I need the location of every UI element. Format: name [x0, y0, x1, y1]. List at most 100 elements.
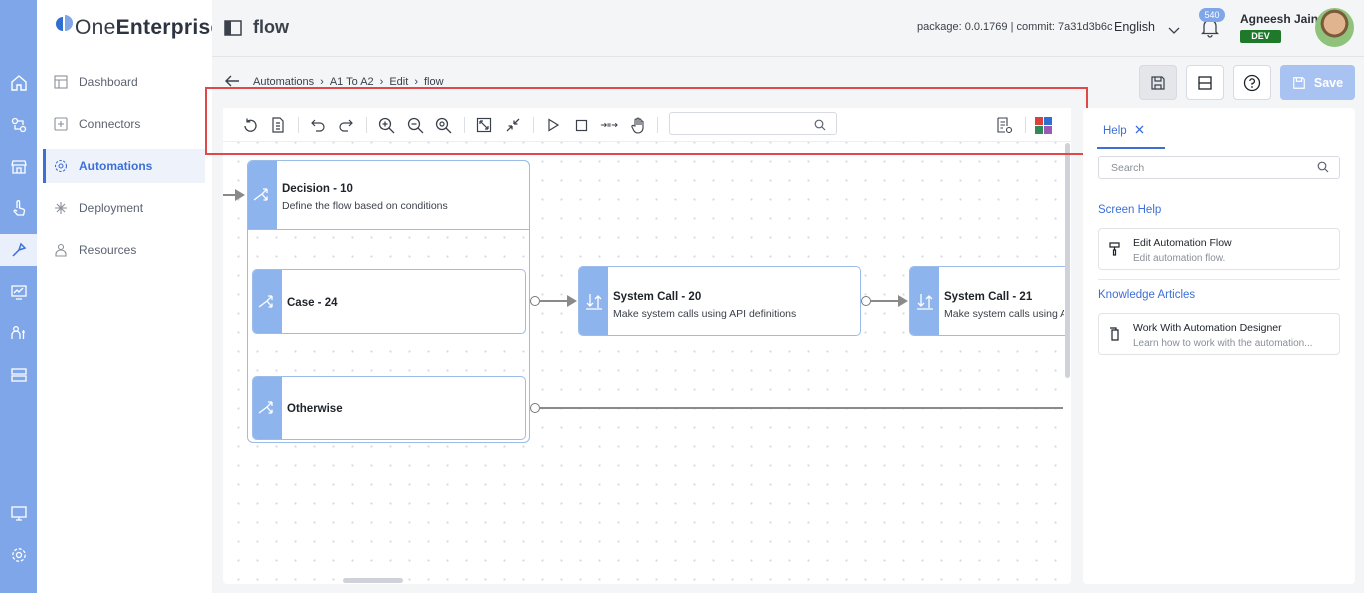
chevron-down-icon[interactable]: [1168, 22, 1180, 40]
tab-help[interactable]: Help: [1103, 125, 1144, 137]
otherwise-connector-line: [540, 407, 1063, 409]
sidebar-item-label: Automations: [79, 159, 153, 173]
otherwise-node[interactable]: Otherwise: [252, 376, 526, 440]
document-icon[interactable]: [269, 116, 287, 134]
package-info: package: 0.0.1769 | commit: 7a31d3b6c: [917, 21, 1113, 33]
help-toggle-button[interactable]: [1233, 65, 1271, 100]
sidebar-item-automations[interactable]: Automations: [43, 149, 205, 183]
knowledge-article-title: Work With Automation Designer: [1133, 322, 1282, 334]
sidebar-toggle-icon[interactable]: [224, 20, 242, 41]
breadcrumb-item-automations[interactable]: Automations: [253, 76, 315, 88]
breadcrumb-separator: ›: [320, 76, 324, 88]
users-icon[interactable]: [8, 322, 29, 343]
system-call-21-node[interactable]: System Call - 21 Make system calls using…: [909, 266, 1069, 336]
zoom-reset-icon[interactable]: [434, 116, 452, 134]
redo-icon[interactable]: [337, 116, 355, 134]
zoom-in-icon[interactable]: [377, 116, 395, 134]
knowledge-article-subtitle: Learn how to work with the automation...: [1133, 338, 1313, 349]
decision-node-strip: [248, 161, 277, 229]
call20-output-port[interactable]: [861, 296, 871, 306]
search-icon: [1317, 161, 1329, 176]
api-transfer-icon: [916, 294, 933, 310]
help-search-input[interactable]: Search: [1098, 156, 1340, 179]
server-icon[interactable]: [8, 364, 29, 385]
canvas-horizontal-scrollbar[interactable]: [343, 578, 403, 583]
sidebar-item-label: Resources: [79, 243, 137, 257]
sidebar-item-deployment[interactable]: Deployment: [43, 191, 205, 225]
sidebar-item-resources[interactable]: Resources: [43, 233, 205, 267]
decision-node-desc: Define the flow based on conditions: [282, 200, 448, 212]
breadcrumb-separator: ›: [379, 76, 384, 88]
knowledge-articles-heading: Knowledge Articles: [1098, 289, 1196, 301]
breadcrumb-item-edit[interactable]: Edit: [389, 76, 409, 88]
sidebar-item-label: Dashboard: [79, 75, 138, 89]
api-transfer-icon: [585, 294, 602, 310]
zoom-out-icon[interactable]: [406, 116, 424, 134]
case-output-port[interactable]: [530, 296, 540, 306]
touch-icon[interactable]: [8, 197, 29, 218]
language-select[interactable]: English: [1114, 20, 1155, 34]
remote-desktop-icon[interactable]: [8, 502, 29, 523]
sidebar-item-connectors[interactable]: Connectors: [43, 107, 205, 141]
system-call-21-strip: [910, 267, 939, 335]
pan-hand-icon[interactable]: [629, 116, 647, 134]
decision-node-title: Decision - 10: [282, 183, 353, 195]
icon-rail: [0, 0, 37, 593]
help-divider: [1098, 279, 1340, 280]
save-button[interactable]: Save: [1280, 65, 1355, 100]
home-icon[interactable]: [8, 72, 29, 93]
canvas-vertical-scrollbar[interactable]: [1065, 143, 1070, 378]
automation-tool-icon[interactable]: [8, 239, 29, 260]
fit-to-screen-icon[interactable]: [475, 116, 493, 134]
settings-gear-icon[interactable]: [8, 544, 29, 565]
screen-help-card-subtitle: Edit automation flow.: [1133, 253, 1226, 264]
close-icon[interactable]: [1135, 125, 1144, 137]
flow-search-input[interactable]: [669, 112, 837, 135]
branch-split-icon: [253, 188, 268, 201]
decision-node[interactable]: Decision - 10 Define the flow based on c…: [247, 160, 530, 230]
user-name: Agneesh Jain: [1240, 12, 1319, 26]
breadcrumb-item-a1-to-a2[interactable]: A1 To A2: [329, 76, 374, 88]
save-button-label: Save: [1313, 75, 1344, 90]
tab-underline: [1097, 147, 1165, 149]
collapse-icon[interactable]: [504, 116, 522, 134]
color-palette-icon[interactable]: [1034, 116, 1052, 134]
otherwise-output-port[interactable]: [530, 403, 540, 413]
case-node[interactable]: Case - 24: [252, 269, 526, 334]
sidebar-item-label: Deployment: [79, 201, 144, 215]
knowledge-article-card[interactable]: Work With Automation Designer Learn how …: [1098, 313, 1340, 355]
step-over-icon[interactable]: [600, 116, 618, 134]
undo-icon[interactable]: [309, 116, 327, 134]
resources-icon: [53, 242, 69, 258]
help-tab-label: Help: [1103, 125, 1127, 137]
toolbar-divider: [533, 117, 534, 133]
toolbar-divider: [366, 117, 367, 133]
system-call-20-node[interactable]: System Call - 20 Make system calls using…: [578, 266, 861, 336]
branch-split-icon: [258, 294, 273, 308]
notification-count-badge: 540: [1199, 8, 1225, 22]
floppy-disk-icon: [1151, 75, 1165, 90]
case-to-call20-line: [540, 300, 570, 302]
call20-to-call21-arrowhead: [898, 295, 908, 307]
stop-icon[interactable]: [572, 116, 590, 134]
search-icon: [814, 118, 826, 136]
page-title: flow: [253, 17, 289, 37]
incoming-connector-line: [223, 194, 239, 196]
call20-to-call21-line: [871, 300, 899, 302]
breadcrumb-item-flow: flow: [423, 76, 444, 88]
monitor-chart-icon[interactable]: [8, 281, 29, 302]
help-question-icon: [1243, 74, 1261, 91]
sidebar-item-dashboard[interactable]: Dashboard: [43, 65, 205, 99]
avatar[interactable]: [1315, 8, 1354, 47]
play-icon[interactable]: [544, 116, 562, 134]
back-arrow-icon[interactable]: [224, 74, 240, 93]
refresh-icon[interactable]: [241, 116, 259, 134]
split-view-button[interactable]: [1186, 65, 1224, 100]
save-draft-button[interactable]: [1139, 65, 1177, 100]
integrations-icon[interactable]: [8, 114, 29, 135]
screen-help-heading: Screen Help: [1098, 204, 1162, 216]
view-list-icon[interactable]: [995, 116, 1013, 134]
screen-help-card[interactable]: Edit Automation Flow Edit automation flo…: [1098, 228, 1340, 270]
store-icon[interactable]: [8, 156, 29, 177]
brand-name: OneEnterprise: [75, 16, 223, 39]
